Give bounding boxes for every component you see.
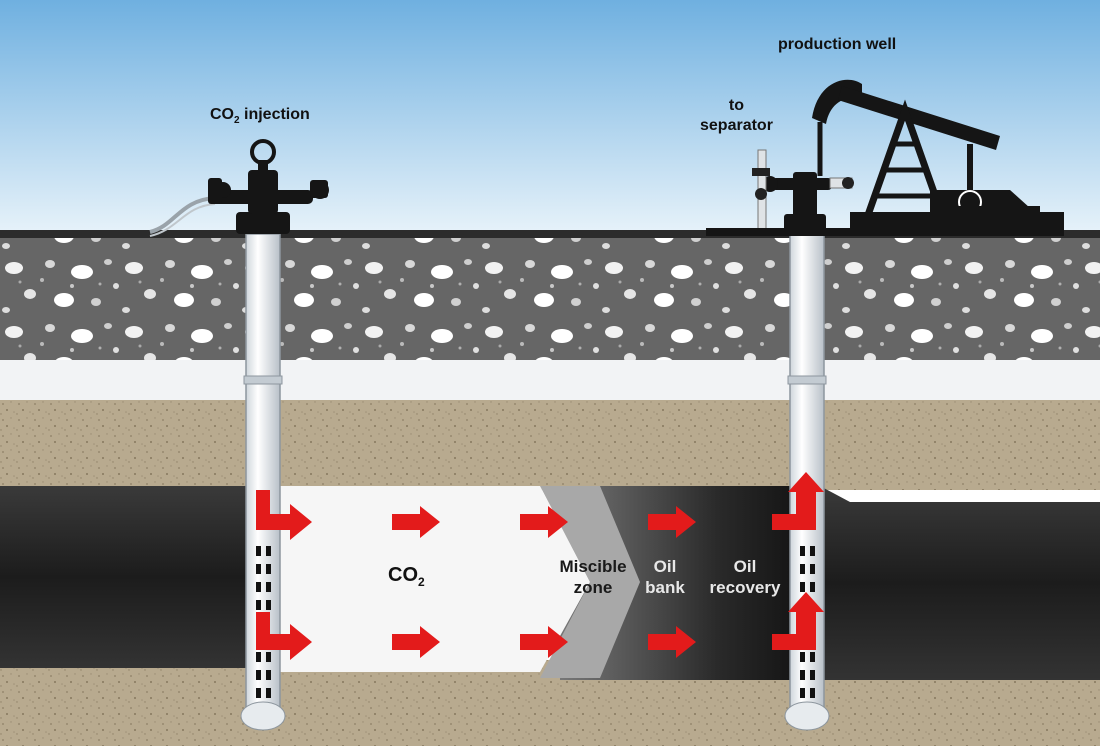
production-perforations xyxy=(800,546,815,698)
injection-wellhead xyxy=(149,139,329,237)
co2-zone-region xyxy=(250,486,590,672)
cap-rock-band xyxy=(0,360,1100,400)
injection-well-bottom xyxy=(240,701,286,731)
oil-reservoir-left xyxy=(0,486,250,668)
flow-arrow xyxy=(520,506,568,538)
oil-recovery-label: Oil recovery xyxy=(709,557,781,597)
oil-bank-label: Oil bank xyxy=(645,557,685,597)
oil-reservoir-right xyxy=(820,486,1100,680)
flow-arrow xyxy=(648,626,696,658)
to-separator-label: to separator xyxy=(700,97,773,134)
production-well-bottom xyxy=(784,701,830,731)
co2-zone-label: CO2 xyxy=(388,564,425,589)
injection-outflow-arrow-lower xyxy=(256,612,312,660)
sand-layer-upper xyxy=(0,400,1100,490)
injection-perforations xyxy=(256,546,271,698)
flow-arrow xyxy=(392,626,440,658)
production-well-label: production well xyxy=(778,36,897,53)
flow-arrow xyxy=(648,506,696,538)
co2-injection-label: CO2 injection xyxy=(210,106,310,127)
injection-outflow-arrow-upper xyxy=(256,490,312,540)
miscible-zone-label: Miscible zone xyxy=(559,557,627,597)
gravel-layer xyxy=(0,238,1100,360)
flow-arrows xyxy=(392,506,696,658)
production-inflow-arrow-upper xyxy=(772,472,824,530)
flow-arrow xyxy=(392,506,440,538)
pumpjack xyxy=(706,79,1064,236)
flow-arrow xyxy=(520,626,568,658)
production-inflow-arrow-lower xyxy=(772,592,824,650)
ground-surface xyxy=(0,230,1100,238)
